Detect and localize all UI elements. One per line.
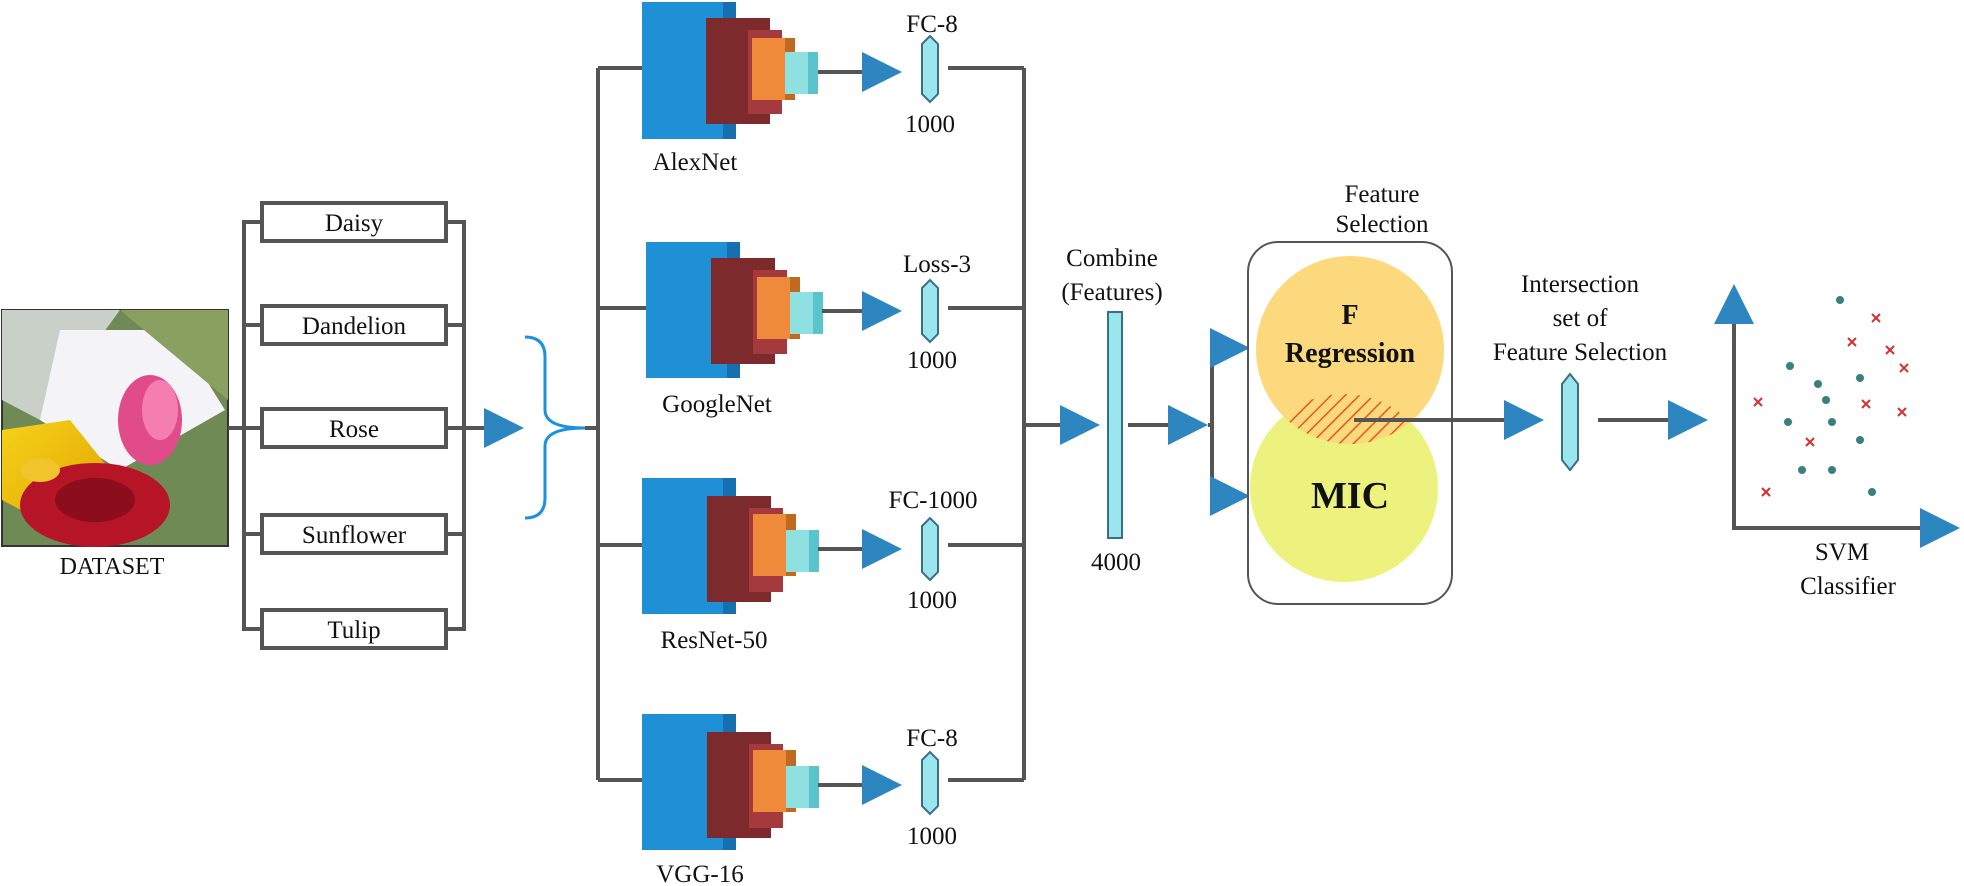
classifier-label-line2: Classifier (1800, 573, 1896, 600)
class-bracket-lines (228, 220, 524, 631)
intersection-label-line1: Intersection (1521, 271, 1640, 298)
combine-label-line2: (Features) (1061, 279, 1162, 306)
intersection-label-line3: Feature Selection (1493, 339, 1668, 366)
class-box-rose: Rose (260, 407, 448, 449)
f-regression-label-line2: Regression (1285, 338, 1416, 369)
feature-vector-bar (921, 750, 939, 816)
layer-label: FC-1000 (889, 487, 978, 514)
svm-scatter-points (1784, 296, 1876, 496)
class-label: Rose (329, 416, 379, 443)
class-box-dandelion: Dandelion (260, 304, 448, 346)
class-label: Tulip (327, 617, 380, 644)
f-regression-label-line1: F (1341, 300, 1358, 331)
curly-brace (524, 335, 586, 520)
network-alexnet (642, 2, 818, 139)
mic-label: MIC (1311, 475, 1389, 517)
network-label: VGG-16 (656, 861, 744, 886)
class-label: Sunflower (302, 522, 407, 549)
intersection-label-line2: set of (1553, 305, 1609, 332)
layer-label: FC-8 (906, 725, 957, 752)
feature-vector-bar (921, 34, 939, 104)
combined-feature-bar (1107, 311, 1123, 539)
dataset-caption: DATASET (60, 554, 165, 580)
class-label: Daisy (325, 210, 384, 237)
layer-label: FC-8 (906, 11, 957, 38)
network-googlenet (646, 242, 823, 378)
class-box-tulip: Tulip (260, 608, 448, 650)
svm-scatter-crosses (1753, 313, 1909, 497)
feature-selection-title-line1: Feature (1345, 181, 1420, 208)
svm-plot-axes (1714, 284, 1960, 548)
layer-label: Loss-3 (903, 251, 971, 278)
network-vgg16 (642, 714, 819, 850)
combine-label-line1: Combine (1066, 245, 1158, 272)
combine-size: 4000 (1091, 549, 1141, 576)
feature-selection-fork (1208, 328, 1250, 516)
classifier-label-line1: SVM (1815, 539, 1869, 566)
class-box-daisy: Daisy (260, 201, 448, 243)
layer-size: 1000 (907, 587, 957, 614)
selected-feature-bar (1561, 372, 1579, 472)
network-label: GoogleNet (662, 391, 772, 418)
feature-vector-bar (921, 516, 939, 582)
class-label: Dandelion (302, 313, 407, 340)
layer-size: 1000 (907, 347, 957, 374)
feature-selection-title-line2: Selection (1335, 211, 1429, 238)
f-regression-circle (1256, 256, 1444, 444)
network-resnet50 (642, 478, 819, 614)
dataset-image (1, 309, 229, 547)
mic-circle (1250, 394, 1438, 582)
network-tree-lines (585, 66, 1100, 782)
network-label: AlexNet (653, 149, 738, 176)
network-label: ResNet-50 (661, 627, 768, 654)
layer-size: 1000 (905, 111, 955, 138)
class-box-sunflower: Sunflower (260, 513, 448, 555)
layer-size: 1000 (907, 823, 957, 850)
feature-vector-bar (921, 278, 939, 344)
